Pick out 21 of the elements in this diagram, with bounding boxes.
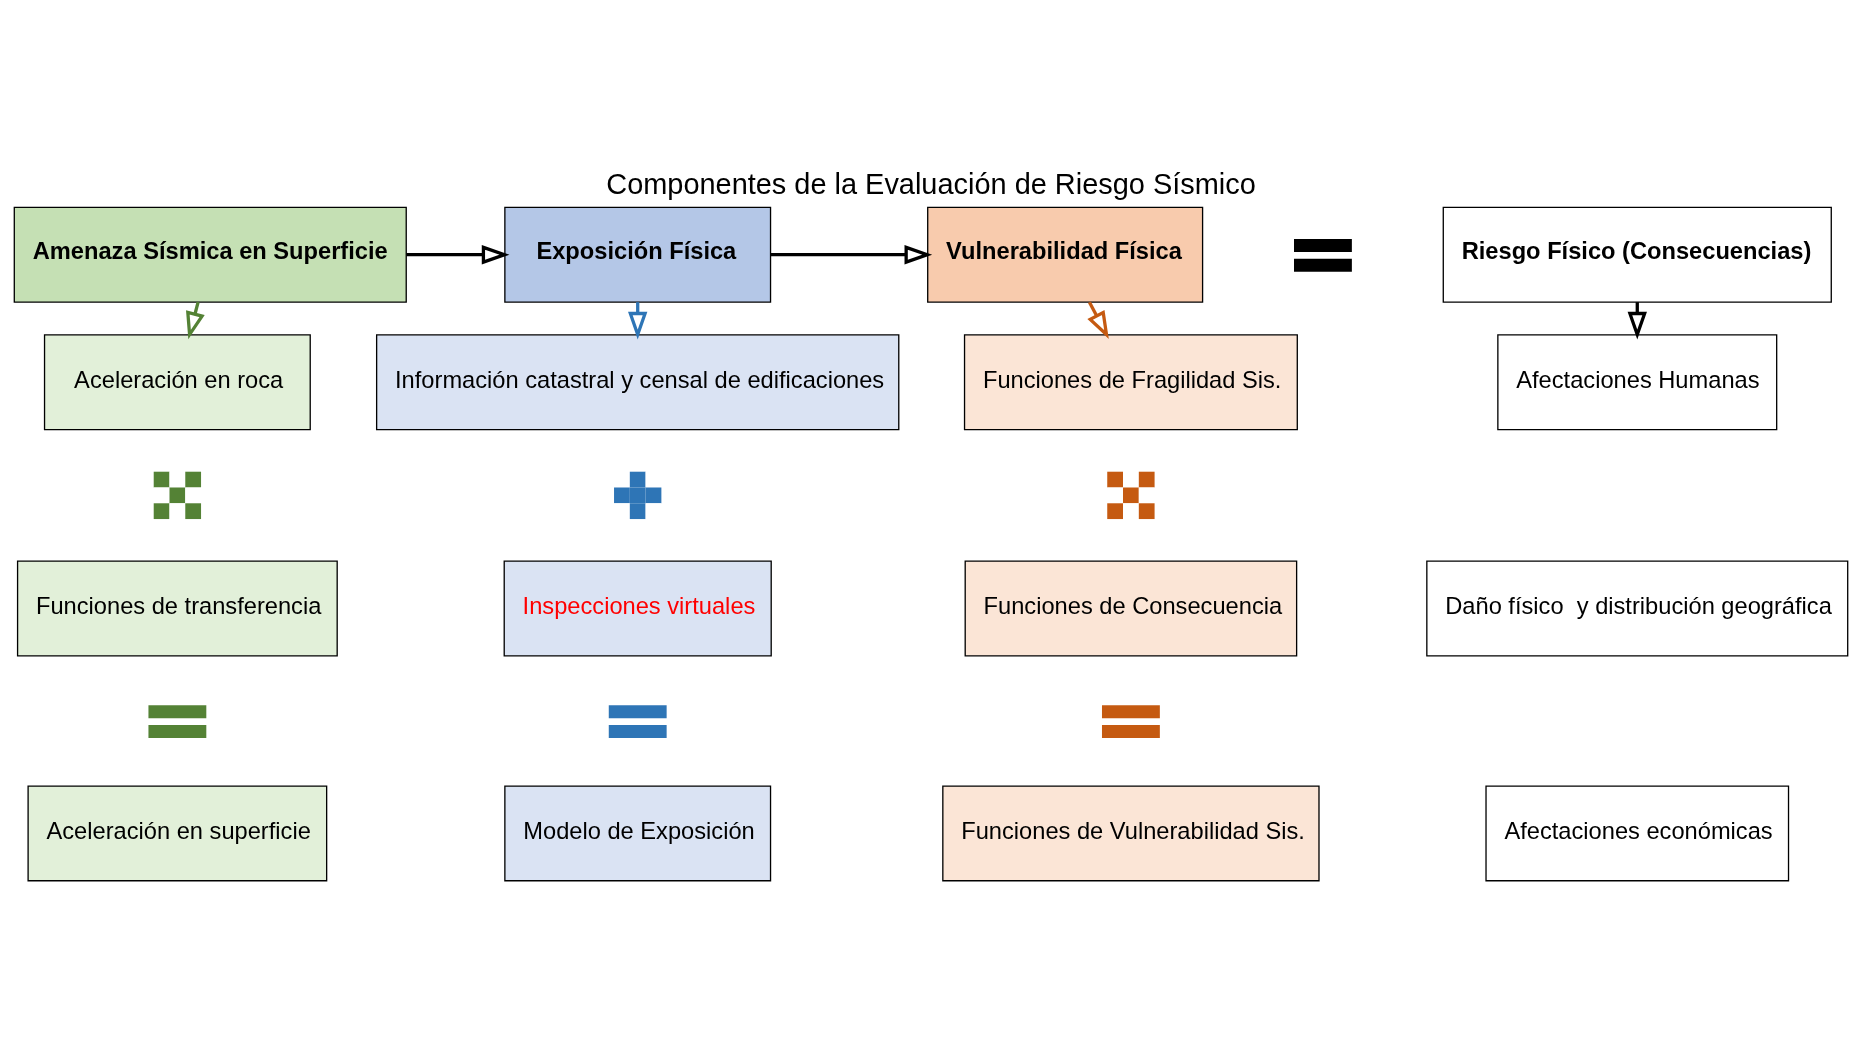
- arrow: [406, 244, 510, 264]
- node-box: Daño físico y distribución geográfica: [1426, 560, 1849, 656]
- arrow: [770, 244, 933, 264]
- node-box: Riesgo Físico (Consecuencias): [1442, 206, 1832, 303]
- node-box: Información catastral y censal de edificaciones: [375, 333, 900, 430]
- node-box: Vulnerabilidad Física: [927, 206, 1204, 303]
- node-box: Funciones de Consecuencia: [964, 560, 1298, 656]
- node-box: Inspecciones virtuales: [503, 560, 772, 656]
- node-box: Afectaciones económicas: [1485, 784, 1790, 881]
- node-box: Funciones de Fragilidad Sis.: [963, 333, 1298, 430]
- node-box: Funciones de Vulnerabilidad Sis.: [942, 784, 1320, 881]
- node-box: Modelo de Exposición: [504, 784, 772, 881]
- node-box: Funciones de transferencia: [16, 560, 338, 656]
- diagram-title: Componentes de la Evaluación de Riesgo Sísmico: [606, 167, 1256, 200]
- node-box: Amenaza Sísmica en Superficie: [13, 206, 407, 303]
- node-box: Aceleración en superficie: [27, 784, 328, 881]
- arrow: [1087, 300, 1109, 339]
- node-box: Afectaciones Humanas: [1497, 333, 1778, 430]
- node-box: Exposición Física: [504, 206, 772, 303]
- node-box: Aceleración en roca: [43, 333, 311, 430]
- arrow: [186, 301, 205, 339]
